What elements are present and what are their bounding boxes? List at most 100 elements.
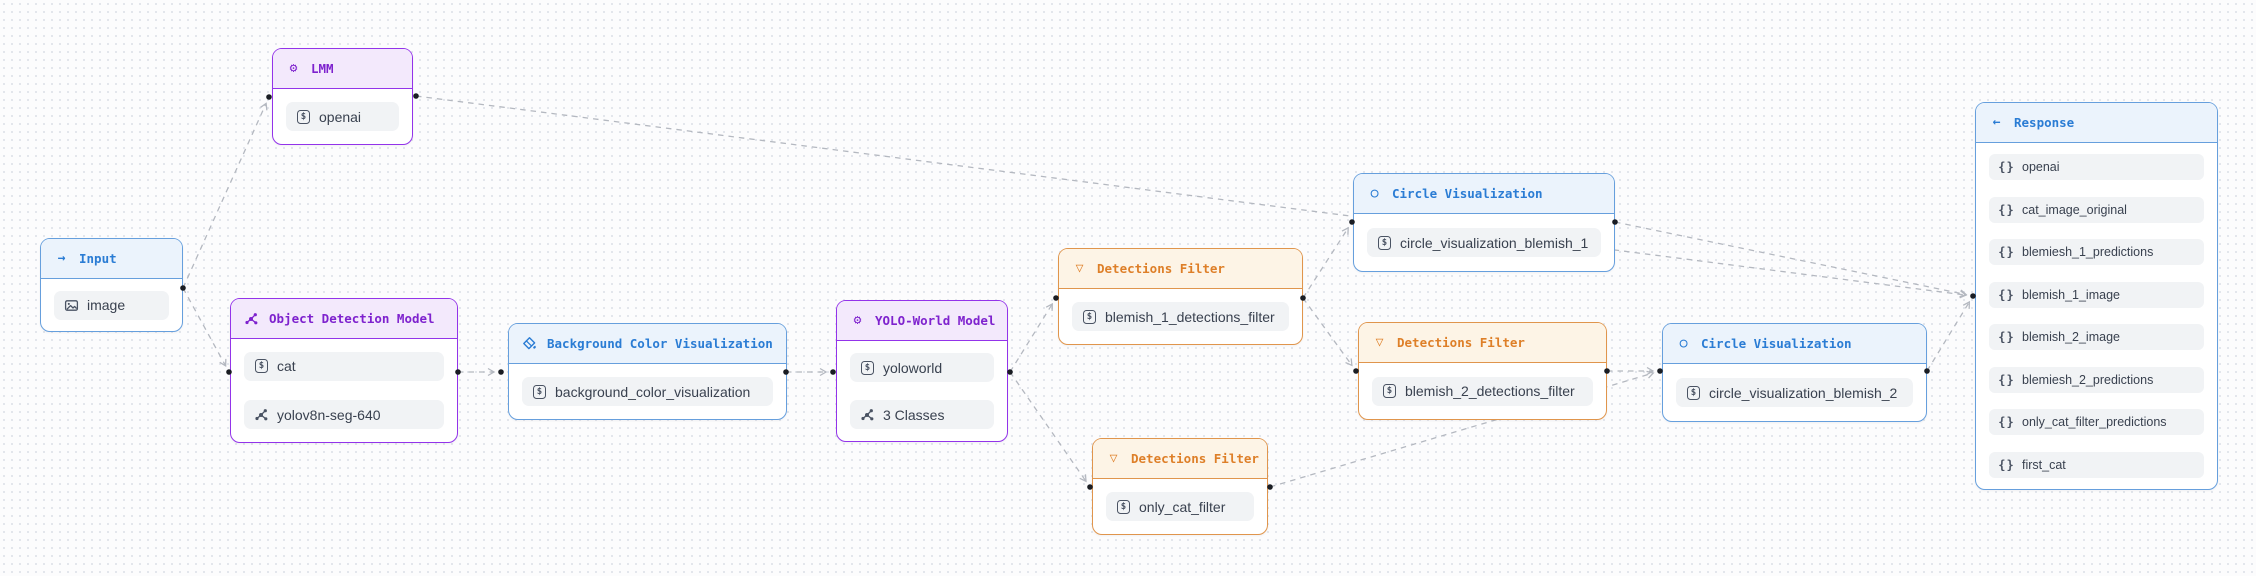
node-item-label: background_color_visualization [555,383,751,400]
node-header: ⚙ LMM [273,49,412,89]
node-title: YOLO-World Model [875,313,996,328]
edge-line [1009,303,1053,373]
node-title: Response [2014,115,2075,130]
edge-arrowhead-icon [1079,474,1087,483]
node-item[interactable]: {}cat_image_original [1989,196,2204,223]
edge-arrowhead-icon [1341,226,1349,235]
node-item[interactable]: yolov8n-seg-640 [244,400,444,430]
node-title: Object Detection Model [269,311,435,326]
node-item[interactable]: $only_cat_filter [1106,492,1254,521]
node-item[interactable]: $ blemish_1_detections_filter [1072,302,1289,331]
edge-arrowhead-icon [1345,358,1353,367]
node-background-color-visualization[interactable]: Background Color Visualization $ backgroun… [508,323,787,420]
node-item-label: circle_visualization_blemish_2 [1709,384,1898,401]
edge-arrowhead-icon [487,367,496,377]
node-item-label: only_cat_filter_predictions [2022,415,2167,430]
node-item[interactable]: image [54,290,169,320]
node-item-label: circle_visualization_blemish_1 [1400,234,1589,251]
node-item[interactable]: $cat [244,351,444,381]
gear-icon: ⚙ [289,61,298,76]
node-lmm[interactable]: ⚙ LMM $openai [272,48,413,145]
node-response[interactable]: ←Response{}openai{}cat_image_original{}b… [1975,102,2218,490]
node-header: ← Response [1976,103,2217,143]
braces-icon: {} [1998,287,2015,302]
arrow-left-icon: ← [1992,115,2001,130]
gear-icon: ⚙ [853,313,862,328]
node-item-label: blemiesh_2_predictions [2022,372,2154,387]
image-icon [64,298,79,313]
node-body: image [41,279,182,331]
edge-arrowhead-icon [1045,302,1053,311]
node-item-label: blemish_2_detections_filter [1405,383,1575,399]
node-title: Circle Visualization [1701,336,1852,351]
node-item-label: yolov8n-seg-640 [277,406,381,423]
node-item[interactable]: $ blemish_2_detections_filter [1372,376,1593,406]
node-item[interactable]: {}only_cat_filter_predictions [1989,409,2204,436]
connection-port [498,369,504,375]
node-item[interactable]: $ circle_visualization_blemish_1 [1367,228,1601,257]
node-item[interactable]: {} blemish_1_image [1989,281,2204,308]
funnel-icon: ▽ [1075,261,1084,276]
node-circle-visualization-1[interactable]: ○Circle Visualization$circle_visualizati… [1353,173,1615,272]
edge-arrowhead-icon [260,102,268,111]
node-item-label: openai [2022,160,2060,175]
string-icon: $ [1382,384,1397,398]
node-title: Input [79,251,117,266]
node-item-label: blemish_1_detections_filter [1105,308,1275,325]
node-title: LMM [311,61,334,76]
node-item[interactable]: {}first_cat [1989,451,2204,478]
connection-port [413,93,419,99]
connection-port [266,94,272,100]
circle-icon: ○ [1679,336,1688,351]
node-header: → Input [41,239,182,279]
node-item[interactable]: {}blemish_2_image [1989,324,2204,351]
edge-arrowhead-icon [819,367,828,377]
node-item-label: first_cat [2022,457,2066,472]
node-detections-filter-1[interactable]: ▽Detections Filter$blemish_1_detections_… [1058,248,1303,345]
node-item[interactable]: $yoloworld [850,353,994,382]
node-header: ▽Detections Filter [1093,439,1267,479]
circle-icon: ○ [1370,186,1379,201]
string-icon: $ [532,384,547,399]
node-title: Detections Filter [1131,451,1259,466]
node-object-detection-model[interactable]: Object Detection Model $cat yolov8n-seg-64… [230,298,458,443]
molecule-icon [254,407,269,422]
node-item[interactable]: $ background_color_visualization [522,377,773,406]
node-item[interactable]: {}blemiesh_2_predictions [1989,366,2204,393]
node-item-label: cat_image_original [2022,202,2127,217]
node-body: $ blemish_1_detections_filter [1059,289,1302,344]
arrow-right-icon: → [57,251,66,266]
node-body: $ background_color_visualization [509,364,786,419]
node-item[interactable]: $openai [286,102,399,131]
string-icon: $ [1082,309,1097,324]
node-header: ⚙ YOLO-World Model [837,301,1007,341]
braces-icon: {} [1998,160,2015,175]
node-circle-visualization-2[interactable]: ○ Circle Visualization $circle_visualizati… [1662,323,1927,422]
edge-line [1614,221,1967,296]
node-item-label: 3 Classes [883,406,945,423]
connection-port [1267,484,1273,490]
node-body: $ circle_visualization_blemish_1 [1354,214,1614,271]
node-item[interactable]: 3 Classes [850,400,994,429]
edge-arrowhead-icon [1646,370,1655,379]
node-item-label: blemish_2_image [2022,330,2120,345]
edge-arrowhead-icon [219,358,227,367]
node-item-label: cat [277,358,296,375]
node-input[interactable]: → Input image [40,238,183,332]
connection-port [830,369,836,375]
node-item[interactable]: {} openai [1989,154,2204,181]
node-detections-filter-2[interactable]: ▽Detections Filter$blemish_2_detections_… [1358,322,1607,420]
node-item[interactable]: $circle_visualization_blemish_2 [1676,378,1913,407]
node-item-label: yoloworld [883,359,943,376]
edge-arrowhead-icon [1959,289,1968,298]
molecule-icon [244,311,259,326]
node-header: ○ Circle Visualization [1663,324,1926,364]
node-item[interactable]: {}blemiesh_1_predictions [1989,239,2204,266]
node-yolo-world-model[interactable]: ⚙ YOLO-World Model $yoloworld 3 Classes [836,300,1008,442]
string-icon: $ [1377,235,1392,250]
node-detections-filter-3[interactable]: ▽Detections Filter $only_cat_filter [1092,438,1268,535]
node-item-label: blemish_1_image [2022,287,2120,302]
node-header: Background Color Visualization [509,324,786,364]
edge-line [1302,297,1353,366]
